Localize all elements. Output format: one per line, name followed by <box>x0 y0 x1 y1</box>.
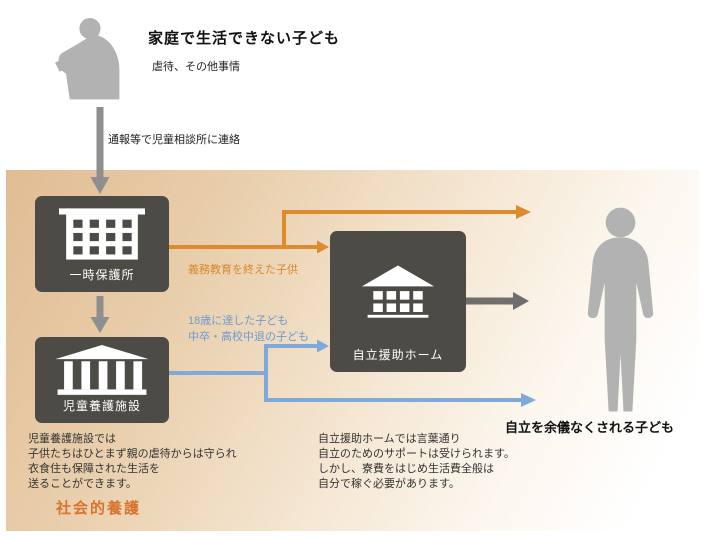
youth-body <box>587 237 654 412</box>
temporary-shelter-box: 一時保護所 <box>35 196 169 292</box>
independence-home-label: 自立援助ホーム <box>352 348 444 362</box>
diagram-subtitle: 虐待、その他事情 <box>152 61 240 73</box>
independence-home-note: 自立援助ホームでは言葉通り 自立のためのサポートは受けられます。 しかし、寮費を… <box>318 433 515 490</box>
standing-youth-silhouette <box>587 207 654 412</box>
child-body <box>58 35 120 100</box>
diagram-title: 家庭で生活できない子ども <box>148 30 341 47</box>
house-icon-graphic <box>361 264 435 318</box>
pillared-facility-icon <box>35 337 169 397</box>
social-care-label: 社会的養護 <box>56 500 142 517</box>
children-home-note: 児童養護施設では 子供たちはひとまず親の虐待からは守られ 衣食住も保障された生活… <box>28 433 237 490</box>
house-icon <box>330 231 466 346</box>
children-home-box: 児童養護施設 <box>35 337 169 423</box>
child-head <box>79 17 101 40</box>
book-shape <box>55 52 82 72</box>
report-arrow-label: 通報等で児童相談所に連絡 <box>108 134 240 146</box>
flat-building-icon-graphic <box>59 208 145 260</box>
pillared-facility-icon-graphic <box>55 345 149 395</box>
orange-path-label: 義務教育を終えた子供 <box>188 264 298 276</box>
blue-path-label: 18歳に達した子ども 中卒・高校中退の子ども <box>188 315 309 343</box>
children-home-label: 児童養護施設 <box>62 399 141 413</box>
temporary-shelter-label: 一時保護所 <box>69 268 135 282</box>
sitting-child-silhouette <box>55 17 120 100</box>
flat-building-icon <box>35 196 169 266</box>
youth-head <box>605 207 636 238</box>
outcome-label: 自立を余儀なくされる子ども <box>505 420 675 435</box>
independence-home-box: 自立援助ホーム <box>330 231 466 372</box>
